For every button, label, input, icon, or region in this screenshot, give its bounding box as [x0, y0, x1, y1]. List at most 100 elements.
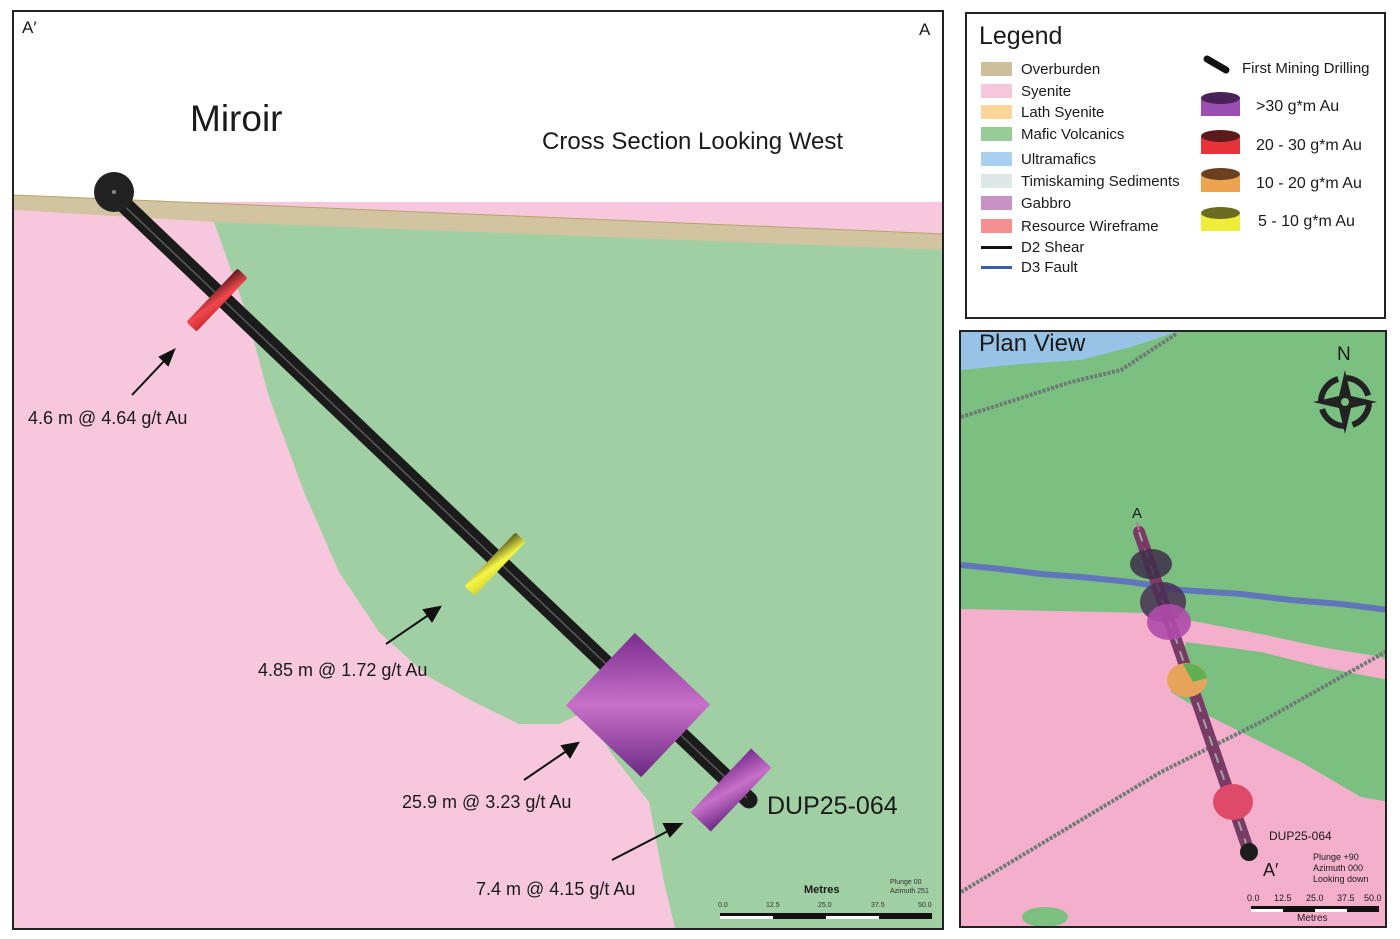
- plan-point-a: A: [1132, 505, 1143, 522]
- legend-label: Lath Syenite: [1021, 103, 1105, 121]
- lath-syenite-swatch: [981, 105, 1012, 119]
- drill-hole-id: DUP25-064: [767, 792, 898, 820]
- ultramafics-swatch: [981, 152, 1012, 166]
- arrow-head: [560, 741, 580, 759]
- legend-label: Resource Wireframe: [1021, 217, 1159, 235]
- section-scale-bar: [720, 913, 932, 919]
- plan-intercept-purple: [1147, 604, 1191, 640]
- plan-view-map: [961, 332, 1385, 926]
- legend-item-overburden: Overburden: [981, 60, 1100, 78]
- plunge-text: Plunge 00: [890, 879, 922, 886]
- plan-view-info: Plunge +90 Azimuth 000 Looking down: [1313, 852, 1369, 885]
- legend-label: Timiskaming Sediments: [1021, 172, 1180, 190]
- legend-item-timiskaming-sediments: Timiskaming Sediments: [981, 172, 1180, 190]
- intercept-arrow-1: [131, 358, 167, 396]
- legend-item-mafic-volcanics: Mafic Volcanics: [981, 125, 1124, 143]
- legend-label: Overburden: [1021, 60, 1101, 78]
- grade-label: 5 - 10 g*m Au: [1258, 213, 1355, 230]
- d3-fault-line-icon: [981, 265, 1012, 269]
- drill-trace-icon: [1203, 55, 1230, 74]
- scale-tick: 12.5: [1274, 893, 1292, 903]
- section-subtitle: Cross Section Looking West: [542, 128, 844, 155]
- scale-title: Metres: [804, 884, 840, 896]
- intercept-cylinder-purple-large: [565, 632, 711, 778]
- grade-label: 10 - 20 g*m Au: [1256, 175, 1362, 192]
- grade-cylinder-icon: [1201, 207, 1240, 231]
- resource-wireframe-swatch: [981, 219, 1012, 233]
- d2-shear-line-icon: [981, 245, 1012, 249]
- ground-surface-line: [14, 194, 942, 235]
- drilling-label: First Mining Drilling: [1242, 60, 1370, 77]
- plan-drill-collar-icon: [1240, 843, 1258, 861]
- scale-tick: 25.0: [1306, 893, 1324, 903]
- plan-view-title: Plan View: [979, 330, 1086, 357]
- plan-scale-bar: [1251, 906, 1379, 912]
- scale-tick: 50.0: [1364, 893, 1382, 903]
- scale-tick: 37.5: [1337, 893, 1355, 903]
- cross-section-map: [14, 172, 942, 928]
- legend-item-d2-shear: D2 Shear: [981, 238, 1084, 256]
- azimuth-text: Azimuth 000: [1313, 863, 1364, 873]
- legend-item-gabbro: Gabbro: [981, 194, 1071, 212]
- plan-point-a-prime: A′: [1263, 860, 1279, 880]
- plan-hole-id: DUP25-064: [1269, 829, 1332, 843]
- plunge-text: Plunge +90: [1313, 852, 1359, 862]
- grade-cylinder-icon: [1201, 168, 1240, 192]
- legend-label: Syenite: [1021, 82, 1072, 100]
- looking-direction-text: Looking down: [1313, 874, 1369, 884]
- plan-intercept-purple: [1130, 549, 1172, 579]
- azimuth-text: Azimuth 251: [890, 888, 929, 895]
- d2-shear-line: [961, 332, 1178, 419]
- scale-tick: 25.0: [818, 902, 832, 909]
- legend-label: Gabbro: [1021, 194, 1072, 212]
- north-arrow-compass-icon: [1313, 370, 1377, 434]
- grade-cylinder-icon: [1201, 92, 1240, 116]
- grade-label: >30 g*m Au: [1256, 98, 1340, 115]
- intercept-cylinder-yellow: [465, 533, 525, 595]
- plan-drill-start-tick: [1136, 521, 1140, 531]
- scale-tick: 0.0: [1247, 893, 1260, 903]
- legend-label: D2 Shear: [1021, 238, 1085, 256]
- intercept-cylinder-red: [187, 269, 247, 331]
- scale-tick: 37.5: [871, 902, 885, 909]
- intercept-label: 4.85 m @ 1.72 g/t Au: [258, 660, 428, 680]
- grade-cylinder-icon: [1201, 130, 1240, 154]
- legend-label: Mafic Volcanics: [1021, 125, 1125, 143]
- plan-ultramafics: [961, 332, 1176, 370]
- plan-scale-title: Metres: [1297, 913, 1328, 924]
- d2-shear-line: [961, 649, 1385, 894]
- section-view-info: Plunge 00 Azimuth 251: [890, 878, 929, 896]
- legend-item-resource-wireframe: Resource Wireframe: [981, 217, 1159, 235]
- intercept-label: 7.4 m @ 4.15 g/t Au: [476, 879, 636, 899]
- arrow-head: [158, 347, 176, 367]
- legend-item-syenite: Syenite: [981, 82, 1071, 100]
- plan-mafic-lens: [1171, 642, 1385, 802]
- intercept-label: 25.9 m @ 3.23 g/t Au: [402, 792, 572, 812]
- cross-section-panel: A′ A Miroir Cross Section Looking West 4…: [12, 10, 944, 930]
- overburden-unit: [14, 195, 942, 250]
- gabbro-swatch: [981, 196, 1012, 210]
- plan-view-panel: Plan View N A A′ DUP25-064 Plunge +90 Az…: [959, 330, 1387, 928]
- legend-item-ultramafics: Ultramafics: [981, 150, 1096, 168]
- scale-tick: 12.5: [766, 902, 780, 909]
- plan-intercept-green-top: [1183, 663, 1207, 682]
- north-label: N: [1337, 344, 1351, 365]
- section-corner-a: A: [919, 20, 931, 39]
- legend-panel: Legend Overburden Syenite Lath Syenite M…: [965, 12, 1386, 319]
- scale-tick: 0.0: [718, 902, 728, 909]
- arrow-head: [422, 605, 442, 623]
- legend-label: D3 Fault: [1021, 258, 1078, 276]
- scale-tick: 50.0: [918, 902, 932, 909]
- mafic-volcanics-swatch: [981, 127, 1012, 141]
- section-title: Miroir: [190, 98, 283, 139]
- legend-title: Legend: [979, 22, 1063, 50]
- legend-item-lath-syenite: Lath Syenite: [981, 103, 1104, 121]
- timiskaming-sediments-swatch: [981, 174, 1012, 188]
- drill-collar-highlight: [112, 190, 116, 194]
- intercept-arrow-2: [385, 613, 431, 645]
- arrow-head: [662, 823, 684, 838]
- plan-mafic-spot: [1022, 907, 1068, 926]
- section-corner-a-prime: A′: [22, 18, 37, 37]
- plan-intercept-red: [1213, 784, 1253, 820]
- overburden-swatch: [981, 62, 1012, 76]
